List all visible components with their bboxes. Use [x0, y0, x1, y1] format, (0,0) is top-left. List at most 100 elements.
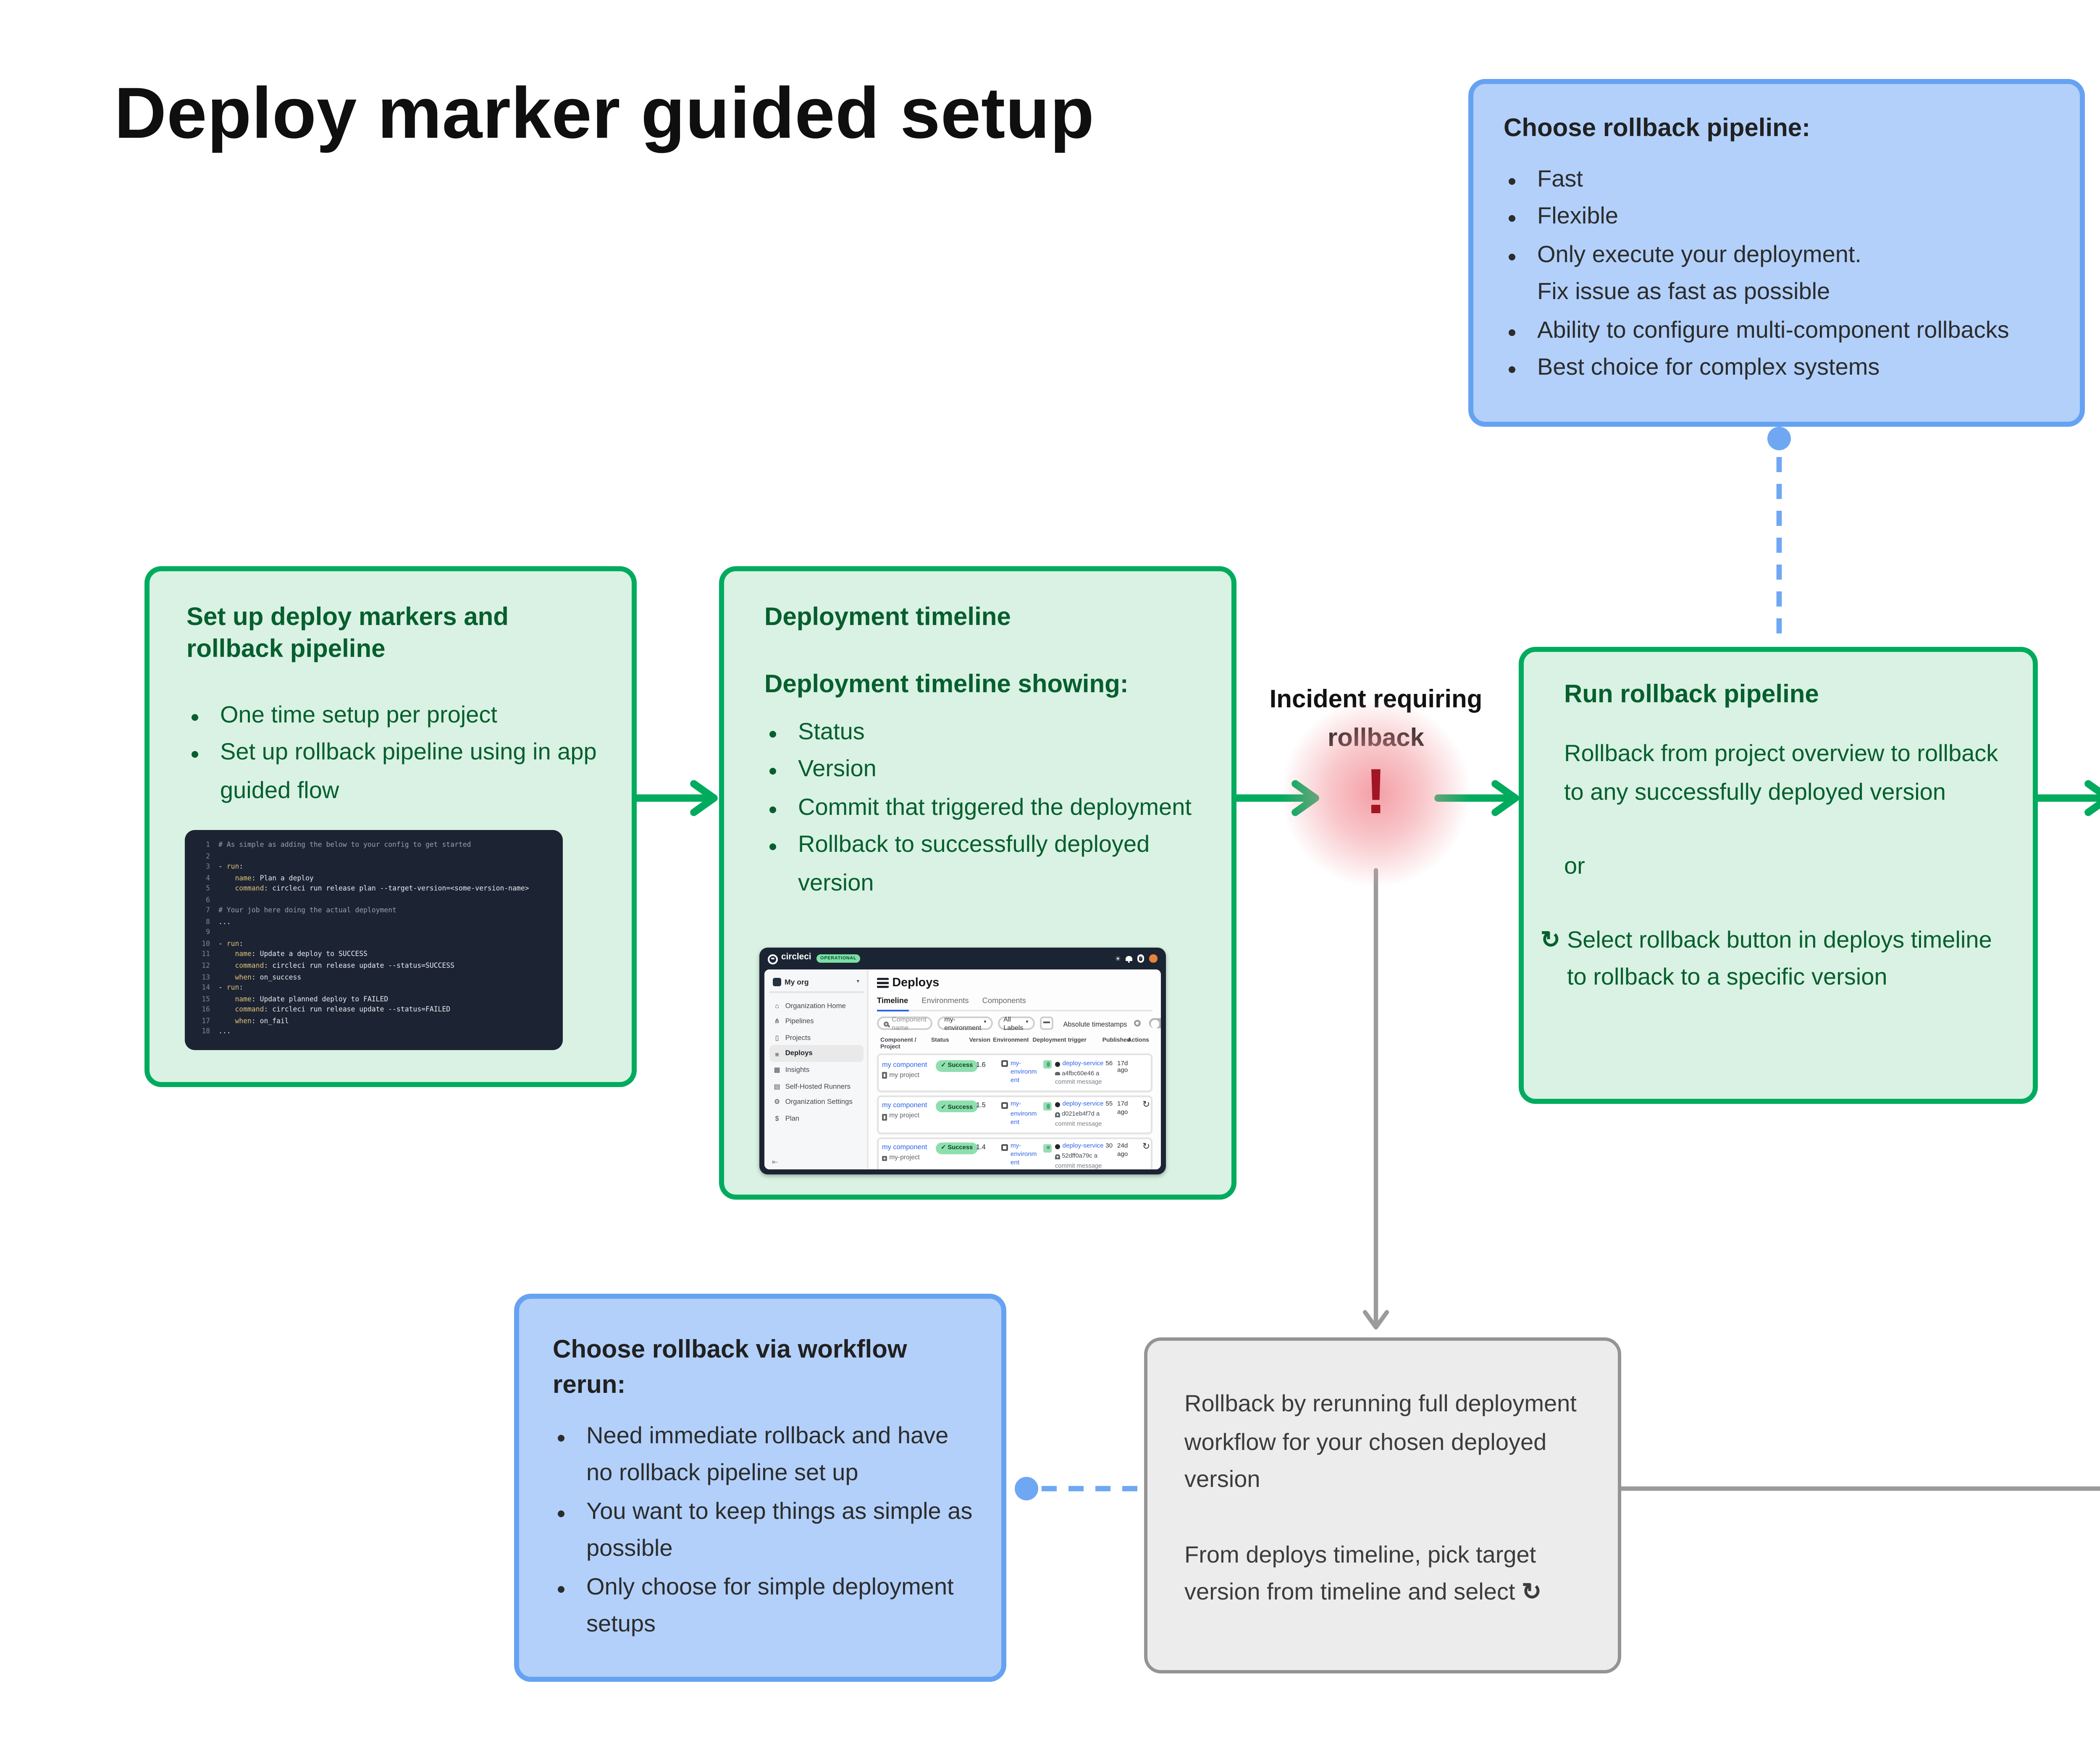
code-token: : circleci run release update --status=F… — [264, 1005, 451, 1014]
code-token: : Plan a deploy — [251, 873, 314, 882]
sidebar-item-organization-home: ⌂Organization Home — [769, 997, 863, 1013]
commit-hash: a4fbc60e46 a — [1061, 1069, 1100, 1077]
run-rollback-body: Rollback from project overview to rollba… — [1564, 739, 1998, 804]
config-code-snippet: 1# As simple as adding the below to your… — [185, 830, 563, 1050]
commit-icon — [1055, 1113, 1060, 1117]
commit-message: commit message — [1055, 1162, 1102, 1169]
version-cell: 1.5 — [976, 1101, 986, 1110]
sidebar-item-insights: ▦Insights — [769, 1062, 863, 1078]
deploys-page-title: Deploys — [892, 974, 940, 990]
sidebar-item-label: Deploys — [785, 1049, 813, 1058]
rerun-note-text: From deploys timeline, pick target versi… — [1184, 1540, 1536, 1605]
code-token: when — [235, 1016, 252, 1024]
code-line: 13 when: on_success — [195, 972, 553, 983]
info-icon: i — [1134, 1020, 1142, 1027]
code-line: 9 — [195, 928, 553, 939]
code-line: 18... — [195, 1027, 553, 1038]
run-rollback-or: or — [1564, 852, 1585, 879]
workflow-rerun-note-box: Rollback by rerunning full deployment wo… — [1144, 1337, 1621, 1673]
check-icon: ✓ — [941, 1103, 946, 1110]
filter-row: Component name my-environment ▾ All Labe… — [877, 1015, 1161, 1032]
status-cell: ✓Success — [936, 1143, 978, 1169]
choose-workflow-rerun-list: Need immediate rollback and have no roll… — [553, 1416, 978, 1642]
status-label: Success — [948, 1061, 973, 1069]
sidebar-item-icon: ⚙ — [774, 1098, 780, 1106]
environment-select: my-environment ▾ — [938, 1015, 992, 1032]
pipeline-benefit: Flexible — [1532, 197, 2053, 235]
rerun-note-body1: Rollback by rerunning full deployment wo… — [1184, 1389, 1577, 1492]
component-cell: my component my-project — [882, 1143, 936, 1169]
code-token: name — [235, 950, 252, 959]
code-token: : — [239, 983, 244, 992]
project-name: my-project — [889, 1153, 920, 1161]
org-switcher: My org ▾ — [769, 974, 863, 993]
project-row: my project — [882, 1070, 932, 1080]
code-token — [218, 950, 235, 961]
sidebar-item-icon: ⋔ — [774, 1017, 780, 1026]
project-row: my project — [882, 1111, 932, 1122]
code-token — [218, 1016, 235, 1027]
code-line-number: 13 — [202, 972, 210, 981]
component-link: my component — [882, 1059, 927, 1068]
code-token: - — [218, 939, 227, 948]
sidebar-item-deploys: ≡Deploys — [769, 1045, 863, 1062]
pipeline-benefit: Ability to configure multi-component rol… — [1532, 310, 2053, 348]
service-link: deploy-service — [1062, 1101, 1104, 1108]
code-token: ... — [218, 917, 231, 926]
code-token: run — [226, 939, 239, 948]
code-token: - — [218, 862, 227, 871]
choose-rollback-pipeline-box: Choose rollback pipeline: FastFlexibleOn… — [1468, 79, 2085, 427]
version-cell: 1.4 — [976, 1143, 986, 1151]
column-header: Environment — [993, 1036, 1029, 1043]
operational-badge: OPERATIONAL — [816, 954, 861, 963]
component-cell: my component my project — [882, 1060, 936, 1087]
published-cell: 24d ago — [1117, 1143, 1128, 1158]
project-icon — [882, 1072, 887, 1079]
run-rollback-alt-text: Select rollback button in deploys timeli… — [1567, 925, 1992, 990]
status-badge: ✓Success — [936, 1059, 978, 1072]
environment-link: my-environment — [1011, 1101, 1037, 1125]
code-token — [218, 1005, 235, 1016]
pipeline-benefit: Fast — [1532, 160, 2053, 197]
rerun-reason: You want to keep things as simple as pos… — [581, 1492, 978, 1567]
environment-link: my-environment — [1011, 1059, 1037, 1084]
search-icon — [884, 1021, 889, 1027]
choose-rollback-pipeline-list: FastFlexibleOnly execute your deployment… — [1504, 160, 2053, 386]
code-line: 4 name: Plan a deploy — [195, 873, 553, 884]
setup-step: Set up rollback pipeline using in app gu… — [215, 733, 605, 809]
rerun-reason: Need immediate rollback and have no roll… — [581, 1416, 978, 1492]
code-line-number: 6 — [206, 895, 210, 904]
sidebar-item-label: Projects — [785, 1033, 811, 1042]
column-header: Actions — [1127, 1036, 1149, 1043]
code-line-number: 17 — [202, 1016, 210, 1024]
vcs-icon — [1055, 1061, 1060, 1066]
code-line: 7# Your job here doing the actual deploy… — [195, 906, 553, 917]
arrow-run-to-project — [2032, 780, 2100, 816]
code-token: # As simple as adding the below to your … — [218, 840, 471, 848]
environment-cell: my-environment — [1001, 1143, 1043, 1169]
code-token: run — [226, 983, 239, 992]
pipeline-benefit: Only execute your deployment. Fix issue … — [1532, 235, 2053, 310]
actions-cell — [1142, 1060, 1147, 1087]
code-token — [218, 884, 235, 895]
service-number: 55 — [1105, 1101, 1113, 1108]
status-label: Success — [948, 1145, 973, 1152]
code-line-number: 14 — [202, 983, 210, 992]
component-link: my component — [882, 1143, 927, 1151]
code-line-number: 5 — [206, 884, 210, 893]
column-header: Version — [969, 1036, 991, 1043]
sidebar-item-pipelines: ⋔Pipelines — [769, 1013, 863, 1029]
setup-list: One time setup per projectSet up rollbac… — [186, 696, 605, 809]
code-line-number: 7 — [206, 906, 210, 915]
code-line-number: 3 — [206, 862, 210, 871]
rerun-reason: Only choose for simple deployment setups — [581, 1567, 978, 1642]
sidebar-item-label: Self-Hosted Runners — [785, 1081, 851, 1090]
setup-title: Set up deploy markers and rollback pipel… — [186, 603, 509, 664]
tab-components: Components — [982, 996, 1026, 1005]
choose-workflow-rerun-box: Choose rollback via workflow rerun: Need… — [514, 1294, 1006, 1682]
